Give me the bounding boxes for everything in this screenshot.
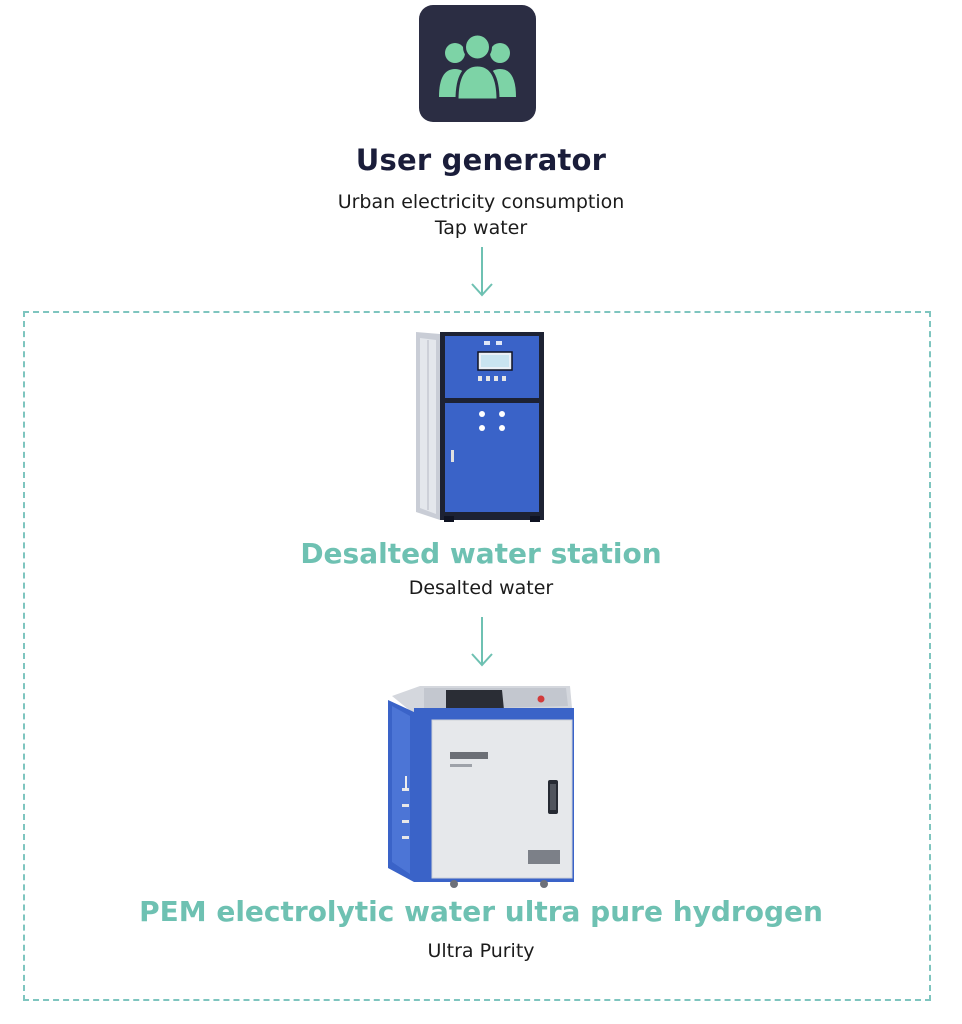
users-group-icon [419, 5, 536, 122]
desalted-water-station-title: Desalted water station [0, 537, 962, 570]
desalted-water-station-illustration [410, 328, 550, 524]
pem-electrolyzer-illustration [384, 684, 578, 890]
user-generator-title: User generator [0, 143, 962, 177]
user-generator-tile [419, 5, 536, 122]
flow-arrow-down [470, 246, 494, 298]
flow-arrow-down-2 [470, 616, 494, 668]
user-generator-line-1: Urban electricity consumption [0, 191, 962, 213]
desalted-water-station-subtitle: Desalted water [0, 577, 962, 599]
pem-electrolytic-subtitle: Ultra Purity [0, 940, 962, 962]
pem-electrolytic-title: PEM electrolytic water ultra pure hydrog… [0, 895, 962, 928]
user-generator-line-2: Tap water [0, 217, 962, 239]
